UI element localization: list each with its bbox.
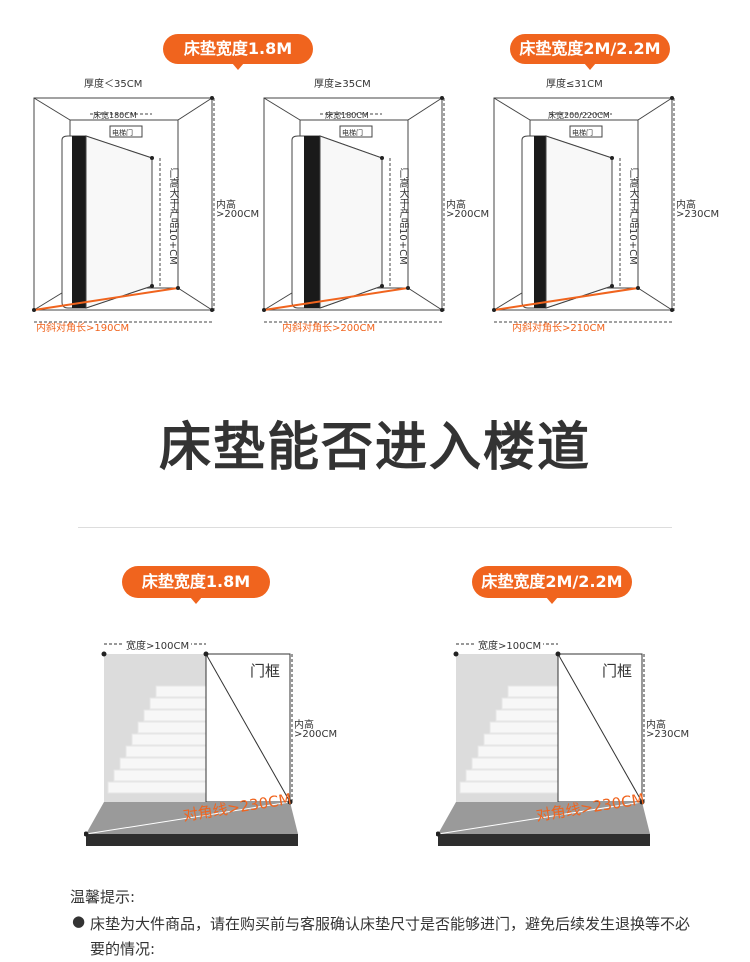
badge-1-8m-bottom: 床垫宽度1.8M — [122, 566, 270, 604]
tips-text: 床垫为大件商品，请在购买前与客服确认床垫尺寸是否能够进门，避免后续发生退换等不必… — [90, 915, 691, 958]
page-title: 床垫能否进入楼道 — [158, 418, 591, 478]
inner-value-2: >200CM — [446, 209, 490, 220]
inner-value-1: >200CM — [216, 209, 260, 220]
elevator-diagram-1 — [32, 96, 215, 323]
badge-1-8m-top: 床垫宽度1.8M — [163, 34, 313, 70]
width-label-b: 宽度>100CM — [476, 637, 544, 652]
badge-2m-bottom: 床垫宽度2M/2.2M — [472, 566, 632, 604]
bed-width-label-3: 床宽200/220CM — [548, 111, 610, 120]
inner-label-3: 内高 — [676, 200, 696, 211]
badge-2m-top: 床垫宽度2M/2.2M — [510, 34, 670, 70]
bed-width-label-1: 床宽180CM — [93, 111, 137, 120]
thickness-label-2: 厚度≥35CM — [314, 79, 371, 90]
inner-label-2: 内高 — [446, 200, 466, 211]
diagonal-label-2: 内斜对角长>200CM — [282, 323, 376, 334]
tips-bullet: ● — [72, 912, 86, 930]
door-tag-2: 电梯门 — [342, 129, 363, 137]
tips-title: 温馨提示: — [70, 888, 136, 906]
door-frame-label-b: 门框 — [602, 662, 633, 680]
stairway-diagram-2 — [436, 643, 650, 846]
inner-label-1: 内高 — [216, 200, 236, 211]
inner-value-a: >200CM — [294, 729, 338, 740]
inner-value-b: >230CM — [646, 729, 690, 740]
inner-value-3: >230CM — [676, 209, 720, 220]
door-tag-3: 电梯门 — [572, 129, 593, 137]
diagonal-label-3: 内斜对角长>210CM — [512, 323, 606, 334]
thickness-label-1: 厚度＜35CM — [84, 79, 143, 90]
diagonal-label-1: 内斜对角长>190CM — [36, 323, 130, 334]
divider — [78, 527, 672, 528]
door-note-2: 门高大于产品10+CM — [397, 168, 408, 265]
door-frame-label-a: 门框 — [250, 662, 281, 680]
door-note-3: 门高大于产品10+CM — [627, 168, 638, 265]
inner-label-b: 内高 — [646, 720, 666, 731]
width-label-a: 宽度>100CM — [124, 637, 192, 652]
elevator-diagram-3 — [492, 96, 675, 323]
bed-width-label-2: 床宽180CM — [325, 111, 369, 120]
door-tag-1: 电梯门 — [112, 129, 133, 137]
door-note-1: 门高大于产品10+CM — [167, 168, 178, 265]
stairway-diagram-1 — [84, 643, 298, 846]
thickness-label-3: 厚度≤31CM — [546, 79, 603, 90]
elevator-diagram-2 — [262, 96, 445, 323]
inner-label-a: 内高 — [294, 720, 314, 731]
